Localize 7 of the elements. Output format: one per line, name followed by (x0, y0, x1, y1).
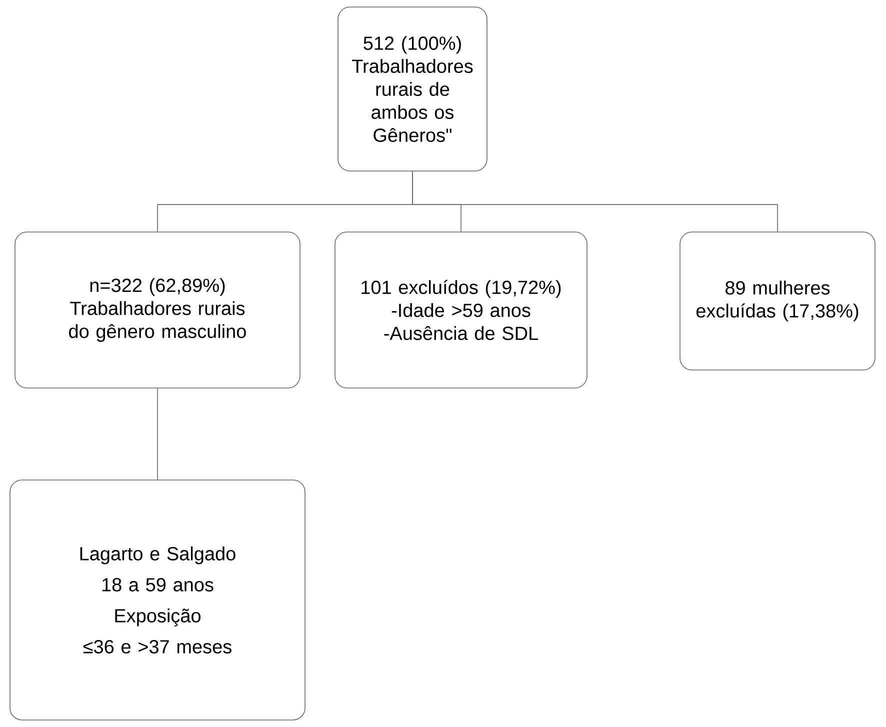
connector-line (412, 170, 778, 232)
connector-line (157, 388, 158, 480)
flow-box: 101 excluídos (19,72%) -Idade >59 anos -Ausência de SDL (334, 232, 588, 388)
flow-box: n=322 (62,89%) Trabalhadores rurais do gênero masculino (14, 232, 300, 388)
flow-box: 89 mulheres excluídas (17,38%) (680, 232, 876, 370)
flow-box: 512 (100%) Trabalhadores rurais de ambos os Gêneros" (338, 6, 488, 172)
flow-box: Lagarto e Salgado 18 a 59 anos Exposição ≤36 e >37 meses (10, 480, 306, 720)
